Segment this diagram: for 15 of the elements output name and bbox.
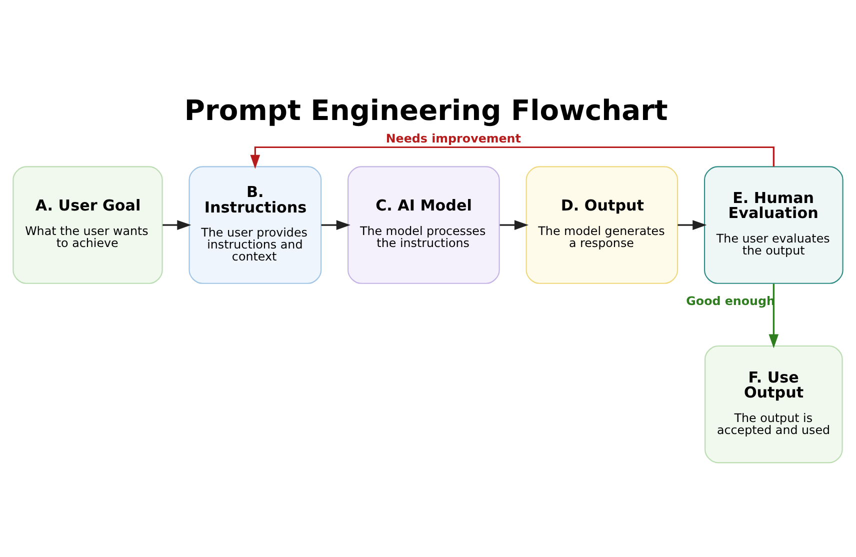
- arrow: [250, 146, 774, 169]
- node-box: E. Human Evaluation The user evaluates the output: [704, 166, 844, 284]
- node-box: A. User Goal What the user wants to achieve: [12, 166, 163, 284]
- node-box: B. Instructions The user provides instructions and context: [188, 166, 322, 284]
- arrow: [500, 220, 529, 230]
- node-box: C. AI Model The model processes the instructions: [348, 166, 500, 284]
- arrow: [321, 220, 350, 230]
- node-box: D. Output The model generates a response: [526, 166, 678, 284]
- node-box: F. Use Output The output is accepted and used: [704, 345, 843, 464]
- edge-label: Needs improvement: [386, 132, 521, 146]
- arrow: [678, 220, 707, 230]
- diagram-title: Prompt Engineering Flowchart: [184, 94, 668, 128]
- arrow: [162, 220, 192, 230]
- edge-label: Good enough: [686, 294, 775, 308]
- arrow: [768, 284, 779, 348]
